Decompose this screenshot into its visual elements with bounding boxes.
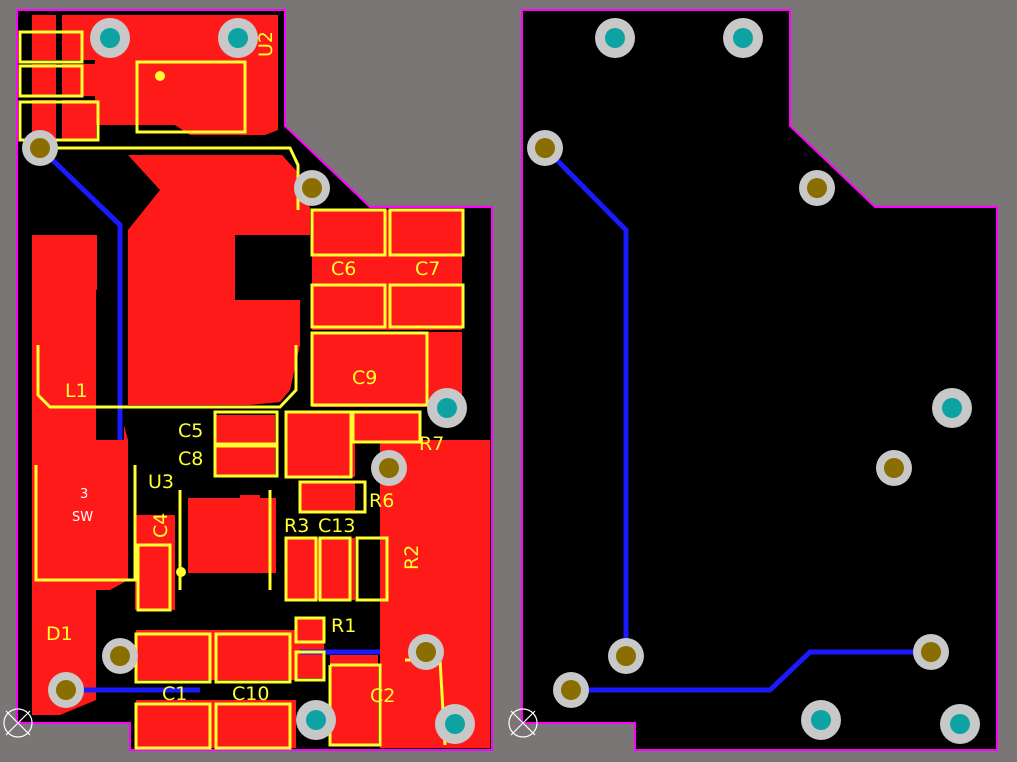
label-c13: C13 [318,515,355,537]
via [48,672,84,708]
bottom-layer-board [508,9,998,751]
label-c9: C9 [352,367,377,389]
bottom-traces [543,146,930,693]
label-c1: C1 [162,683,187,705]
label-c2: C2 [370,685,395,707]
via [427,388,467,428]
label-r3: R3 [284,515,309,537]
via [90,18,130,58]
label-r2: R2 [401,545,423,570]
sw-number: 3 [80,487,88,502]
via [913,634,949,670]
top-layer-board: U2 C6 C7 C9 L1 C5 C8 R7 U3 R6 R3 C13 C4 … [3,9,493,751]
crosshair-circle-icon [3,708,33,738]
via [608,638,644,674]
via [527,130,563,166]
label-c6: C6 [331,258,356,280]
via [799,170,835,206]
via [723,18,763,58]
bottom-vias [527,18,980,744]
label-r1: R1 [331,615,356,637]
via [22,130,58,166]
crosshair-circle-icon [508,708,538,738]
label-c10: C10 [232,683,269,705]
label-r7: R7 [419,433,444,455]
label-u3: U3 [148,471,174,493]
sw-label: SW [72,510,93,525]
label-c7: C7 [415,258,440,280]
via [876,450,912,486]
label-l1: L1 [65,380,88,402]
u3-pin1-dot [176,567,186,577]
top-copper [32,15,490,748]
label-c8: C8 [178,448,203,470]
u2-pin1-dot [155,71,165,81]
via [553,672,589,708]
board-outline-bottom [521,9,998,751]
via [940,704,980,744]
via [371,450,407,486]
via [102,638,138,674]
label-c5: C5 [178,420,203,442]
label-c4: C4 [150,513,172,538]
label-u2: U2 [255,31,277,57]
label-d1: D1 [46,623,73,645]
via [435,704,475,744]
via [932,388,972,428]
via [595,18,635,58]
via [408,634,444,670]
top-vias [22,18,475,744]
via [294,170,330,206]
via [218,18,258,58]
label-r6: R6 [369,490,394,512]
via [296,700,336,740]
via [801,700,841,740]
